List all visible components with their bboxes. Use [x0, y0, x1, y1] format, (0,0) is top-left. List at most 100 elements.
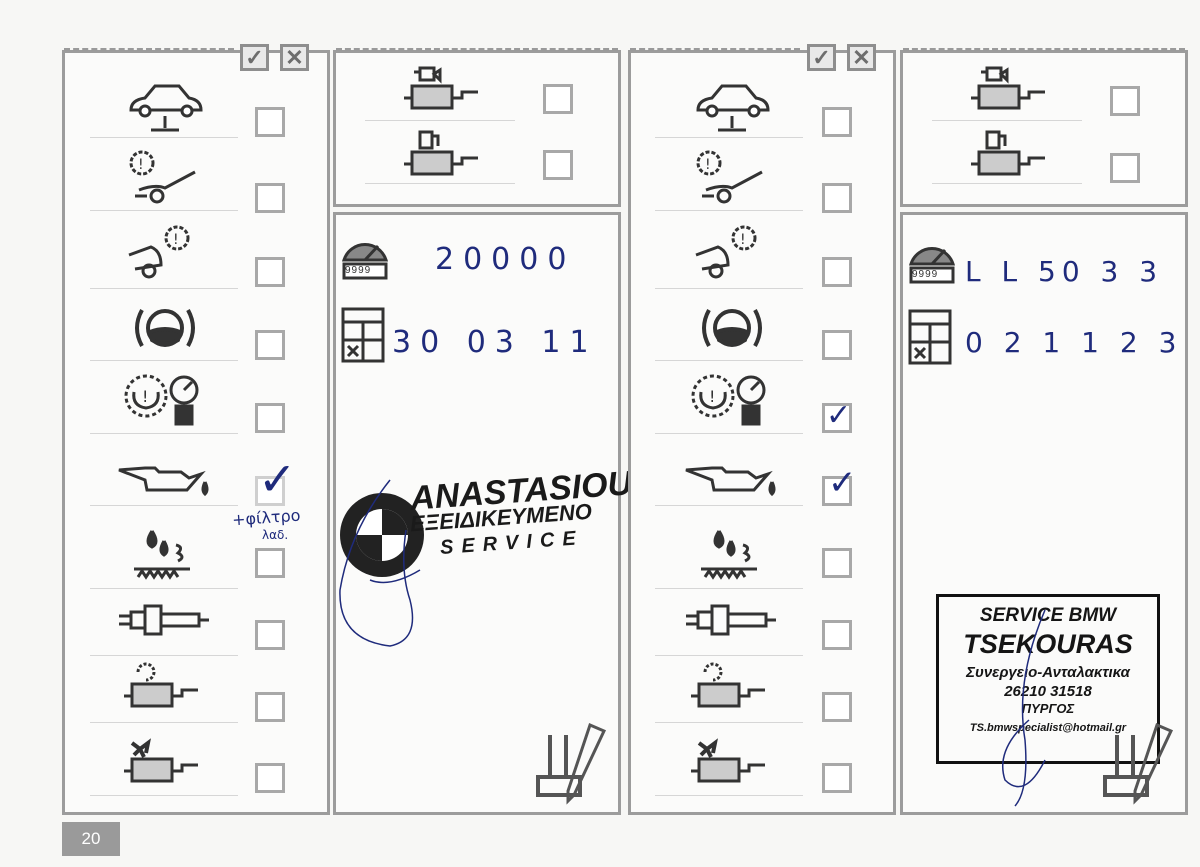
- km-reading-left: 20000: [435, 242, 576, 277]
- separator: [90, 722, 238, 723]
- trunk-service-icon: !: [125, 225, 201, 281]
- odometer-digits: 9999: [912, 269, 939, 280]
- handwritten-note-left-sub: λαδ.: [262, 528, 289, 542]
- hood-service-icon: !: [692, 150, 768, 206]
- checkbox-brake-fluid-left[interactable]: [255, 330, 285, 360]
- stamp-tsekouras: SERVICE BMW TSEKOURAS Συνεργειο-Ανταλακτ…: [936, 594, 1160, 764]
- cabin-filter-icon: [687, 735, 769, 787]
- checkbox-coolant-right[interactable]: [822, 548, 852, 578]
- separator: [655, 722, 803, 723]
- separator: [932, 183, 1082, 184]
- odometer-digits: 9999: [345, 265, 372, 276]
- calendar-icon: [907, 308, 953, 366]
- checkbox-oil-right[interactable]: [822, 476, 852, 506]
- svg-text:!: !: [142, 387, 148, 406]
- hood-service-icon: !: [125, 150, 201, 206]
- brake-fluid-icon: [130, 300, 200, 356]
- cabin-filter-icon: [120, 735, 202, 787]
- air-filter-icon: [400, 62, 482, 114]
- dashed-top-left-2: [336, 48, 618, 51]
- checkbox-hood-left[interactable]: [255, 183, 285, 213]
- checkbox-coolant-left[interactable]: [255, 548, 285, 578]
- checklist-panel-left: [62, 50, 330, 815]
- pen-notes-icon: [1097, 715, 1177, 805]
- separator: [655, 655, 803, 656]
- top-panel-left: [333, 50, 621, 207]
- fuel-filter-icon: [400, 128, 482, 180]
- svg-text:!: !: [740, 232, 746, 248]
- checkbox-trunk-left[interactable]: [255, 257, 285, 287]
- checkbox-hood-right[interactable]: [822, 183, 852, 213]
- brake-fluid-icon: [697, 300, 767, 356]
- separator: [655, 360, 803, 361]
- checkbox-oil-left[interactable]: [255, 476, 285, 506]
- date-right: 0 2 1 1 2 3: [965, 326, 1183, 359]
- separator: [90, 505, 238, 506]
- checkbox-air-filter-right[interactable]: [1110, 86, 1140, 116]
- stamp-line6: TS.bmwspecialist@hotmail.gr: [969, 722, 1127, 734]
- separator: [655, 137, 803, 138]
- stamp-line5: ΠΥΡΓΟΣ: [1021, 701, 1075, 716]
- spark-plug-icon: [115, 600, 211, 640]
- stamp-line1: SERVICE BMW: [979, 605, 1117, 626]
- checkbox-fuel-filter-right[interactable]: [1110, 153, 1140, 183]
- checkbox-spark-plug-left[interactable]: [255, 620, 285, 650]
- stamp-line4: 26210 31518: [1004, 683, 1092, 700]
- trunk-service-icon: !: [692, 225, 768, 281]
- svg-text:!: !: [705, 157, 711, 173]
- svg-text:!: !: [173, 232, 179, 248]
- separator: [365, 183, 515, 184]
- filter-reset-icon: [687, 660, 769, 712]
- spark-plug-icon: [682, 600, 778, 640]
- top-panel-right: [900, 50, 1188, 207]
- coolant-icon: [697, 525, 761, 581]
- tick-oil-left: ✓: [258, 452, 297, 506]
- checkbox-brake-fluid-right[interactable]: [822, 330, 852, 360]
- checkbox-tire-pressure-right[interactable]: [822, 403, 852, 433]
- header-check-left: ✓: [240, 44, 269, 71]
- separator: [655, 505, 803, 506]
- checkbox-cabin-filter-right[interactable]: [822, 763, 852, 793]
- odometer-icon: [340, 230, 390, 282]
- separator: [90, 588, 238, 589]
- checkbox-spark-plug-right[interactable]: [822, 620, 852, 650]
- signature-left: [330, 470, 440, 655]
- tick-tire-pressure-right: ✓: [826, 398, 852, 433]
- svg-text:!: !: [709, 387, 715, 406]
- header-cross-left: ✕: [280, 44, 309, 71]
- checkbox-tire-pressure-left[interactable]: [255, 403, 285, 433]
- calendar-icon: [340, 306, 386, 364]
- separator: [90, 137, 238, 138]
- checkbox-car-lift-right[interactable]: [822, 107, 852, 137]
- car-lift-icon: [125, 78, 205, 134]
- header-check-right: ✓: [807, 44, 836, 71]
- separator: [365, 120, 515, 121]
- filter-reset-icon: [120, 660, 202, 712]
- checkbox-cabin-filter-left[interactable]: [255, 763, 285, 793]
- air-filter-icon: [967, 62, 1049, 114]
- separator: [90, 433, 238, 434]
- odometer-icon: [907, 234, 957, 286]
- dashed-top-right: [630, 48, 800, 51]
- checkbox-fuel-filter-left[interactable]: [543, 150, 573, 180]
- signature-right: [985, 600, 1075, 815]
- svg-text:!: !: [138, 157, 144, 173]
- date-left: 30 03 11: [392, 325, 598, 360]
- km-reading-right: L L 50 3 3: [965, 255, 1164, 288]
- dashed-top-right-2: [903, 48, 1185, 51]
- checkbox-air-filter-left[interactable]: [543, 84, 573, 114]
- separator: [655, 588, 803, 589]
- bmw-logo-stamp: [337, 490, 427, 585]
- coolant-icon: [130, 525, 194, 581]
- checkbox-trunk-right[interactable]: [822, 257, 852, 287]
- oil-can-icon: [682, 460, 778, 500]
- fuel-filter-icon: [967, 128, 1049, 180]
- separator: [932, 120, 1082, 121]
- tick-oil-right: ✓: [828, 463, 857, 503]
- checkbox-filter-right[interactable]: [822, 692, 852, 722]
- separator: [655, 433, 803, 434]
- header-cross-right: ✕: [847, 44, 876, 71]
- checkbox-filter-left[interactable]: [255, 692, 285, 722]
- checkbox-car-lift-left[interactable]: [255, 107, 285, 137]
- separator: [90, 655, 238, 656]
